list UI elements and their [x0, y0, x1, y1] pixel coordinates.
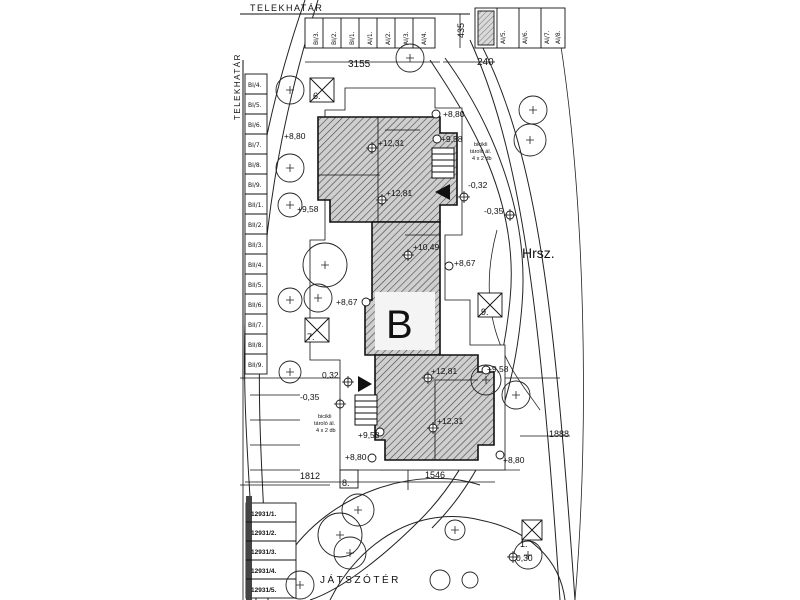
playground-label: JÁTSZÓTÉR [320, 573, 401, 586]
parking-ai5: AI/5. [500, 30, 507, 44]
trees [275, 43, 548, 600]
dim-3155: 3155 [348, 59, 371, 70]
parking-bi8: BI/8. [248, 162, 262, 169]
parking-bi7: BI/7. [248, 142, 262, 149]
parking-ai3: AI/3. [403, 31, 410, 45]
storage-bottom-line2: tároló ál. [314, 421, 336, 427]
storage-bottom-line3: 4 x 2 db [316, 428, 336, 434]
dim-1812: 1812 [300, 471, 320, 481]
building-letter: B [386, 303, 413, 347]
parking-ai1: AI/1. [367, 31, 374, 45]
storage-top-line1: bicikli [474, 142, 487, 148]
parking-ai7: AI/7. [544, 30, 551, 44]
parking-ai2: AI/2. [385, 31, 392, 45]
building-b [309, 87, 506, 471]
parking-bii3: BII/3. [248, 242, 263, 249]
level-032-bottom: 0,32 [322, 370, 339, 380]
parking-bi3: BI/3. [313, 31, 320, 45]
lot-12931-4: 12931/4. [251, 568, 276, 575]
level-958-left: +9,58 [297, 204, 319, 214]
level-958-top: +9,58 [441, 134, 463, 144]
storage-top: bicikli tároló ál. 4 x 2 db [470, 142, 492, 162]
parking-ai6: AI/6. [522, 30, 529, 44]
parking-bi1: BI/1. [349, 31, 356, 45]
lot-table [245, 496, 297, 600]
entrance-arrow-bottom-icon [358, 376, 372, 392]
storage-top-line3: 4 x 2 db [472, 156, 492, 162]
level-867-left: +8,67 [336, 297, 358, 307]
dim-435: 435 [456, 23, 466, 38]
level-880-top: +8,80 [443, 109, 465, 119]
area-7: 7. [307, 332, 315, 342]
level-880-bottom-right: +8,80 [503, 455, 525, 465]
level-1281-bottom: +12,81 [431, 366, 458, 376]
level-030: 0,30 [516, 553, 533, 563]
level-1281-top: +12,81 [386, 188, 413, 198]
level-1231-bottom: +12,31 [437, 416, 464, 426]
level-958-bottom: +9,58 [358, 430, 380, 440]
level-867-right: +8,67 [454, 258, 476, 268]
parking-ai4: AI/4. [421, 31, 428, 45]
lot-12931-5: 12931/5. [251, 587, 276, 594]
level-880-bottom-left: +8,80 [345, 452, 367, 462]
parking-bii6: BII/6. [248, 302, 263, 309]
level-880-left: +8,80 [284, 131, 306, 141]
level-958-right: +9,58 [487, 364, 509, 374]
parking-bii7: BII/7. [248, 322, 263, 329]
dimension-lines-bottom [245, 435, 570, 490]
top-parking-row [304, 17, 436, 49]
dim-1546: 1546 [425, 470, 445, 480]
level-1049: +10,49 [413, 242, 440, 252]
level-035-right: -0,35 [484, 206, 504, 216]
storage-bottom-line1: bicikli [318, 414, 331, 420]
left-parking-column [244, 73, 268, 375]
lot-12931-1: 12931/1. [251, 511, 276, 518]
stairs-top [431, 147, 455, 179]
lot-12931-2: 12931/2. [251, 530, 276, 537]
parking-bi6: BI/6. [248, 122, 262, 129]
dim-240: 240 [477, 57, 494, 68]
entrance-arrow-top-icon [435, 184, 450, 200]
parking-bi4: BI/4. [248, 82, 262, 89]
area-1: 1. [520, 539, 528, 549]
area-8: 8. [342, 478, 350, 488]
parking-bii9: BII/9. [248, 362, 263, 369]
storage-bottom: bicikli tároló ál. 4 x 2 db [314, 414, 336, 434]
dim-1888: 1888 [549, 429, 569, 439]
top-right-parking-row [474, 7, 566, 49]
parking-bi9: BI/9. [248, 182, 262, 189]
area-9: 9. [481, 307, 489, 317]
level-1231-top: +12,31 [378, 138, 405, 148]
dimension-lines-top [305, 14, 495, 63]
parcel-label: Hrsz. [522, 245, 555, 261]
parking-bii4: BII/4. [248, 262, 263, 269]
boundary-label-left: TELEKHATÁR [233, 53, 242, 120]
level-035-left: -0,35 [300, 392, 320, 402]
parking-ai8: AI/8. [555, 30, 562, 44]
storage-top-line2: tároló ál. [470, 149, 492, 155]
level-marker-crosses [334, 142, 519, 563]
stairs-bottom [354, 394, 378, 426]
parking-bii8: BII/8. [248, 342, 263, 349]
level-032-top: -0,32 [468, 180, 488, 190]
parking-bii5: BII/5. [248, 282, 263, 289]
area-6: 6. [313, 91, 321, 101]
parking-bii1: BII/1. [248, 202, 263, 209]
boundary-label-top: TELEKHATÁR [250, 3, 323, 13]
parking-bi5: BI/5. [248, 102, 262, 109]
lot-12931-3: 12931/3. [251, 549, 276, 556]
parking-bii2: BII/2. [248, 222, 263, 229]
area-markers [304, 77, 543, 541]
parking-bi2: BI/2. [331, 31, 338, 45]
tree-centers [286, 54, 537, 589]
